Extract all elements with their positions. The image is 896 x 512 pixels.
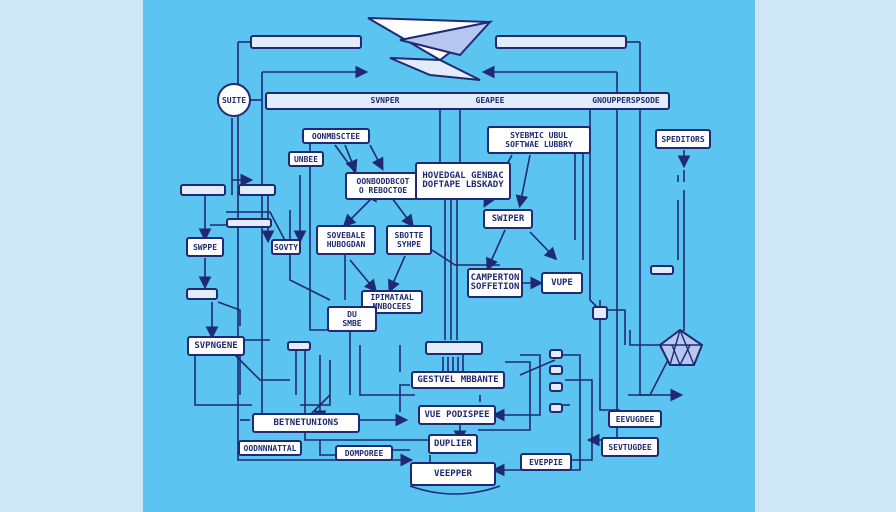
swiper-node: SWIPER xyxy=(483,209,533,229)
header-bar xyxy=(265,92,670,110)
duo-node: DU SMBE xyxy=(327,306,377,332)
left-margin xyxy=(0,0,143,512)
vepper-node: VEEPPER xyxy=(410,462,496,486)
camperton-node: CAMPERTON SOFFETION xyxy=(467,268,523,298)
hovedgal-node: HOVEDGAL GENBAC DOFTAPE LBSKADY xyxy=(415,162,511,200)
gestvel-node: GESTVEL MBBANTE xyxy=(411,371,505,389)
right-connector-block xyxy=(592,306,608,320)
svpngene-node: SVPNGENE xyxy=(187,336,245,356)
right-stack-3 xyxy=(549,382,563,392)
suite-node: SUITE xyxy=(217,83,251,117)
unbee-node: UNBEE xyxy=(288,151,324,167)
left-small-bar-2 xyxy=(238,184,276,196)
domporee-node: DOMPOREE xyxy=(335,445,393,461)
header-mid-label: GEAPEE xyxy=(475,96,505,105)
vue-podispee-node: VUE PODISPEE xyxy=(418,405,496,425)
right-stack-2 xyxy=(549,365,563,375)
left-small-bar-4 xyxy=(186,288,218,300)
duplier-node: DUPLIER xyxy=(428,434,478,454)
right-small-bar xyxy=(650,265,674,275)
speditors-node: SPEDITORS xyxy=(655,129,711,149)
eevugdee-node: EEVUGDEE xyxy=(608,410,662,428)
sevtugdee-node: SEVTUGDEE xyxy=(601,437,659,457)
left-small-bar-1 xyxy=(180,184,226,196)
top-bar-right xyxy=(495,35,627,49)
right-stack-1 xyxy=(549,349,563,359)
top-small-node: OONMBSCTEE xyxy=(302,128,370,144)
bus-top-bar xyxy=(425,341,483,355)
oodnnnattal-node: OODNNNATTAL xyxy=(238,440,302,456)
sbotte-node: SBOTTE SYHPE xyxy=(386,225,432,255)
header-right-label: GNOUPPERSPSODE xyxy=(592,96,660,105)
vupe-node: VUPE xyxy=(541,272,583,294)
swppe-node: SWPPE xyxy=(186,237,224,257)
betnetunions-node: BETNETUNIONS xyxy=(252,413,360,433)
sovebale-node: SOVEBALE HUBOGDAN xyxy=(316,225,376,255)
mid-left-node: OONBODDBCOT O REBOCTOE xyxy=(345,172,421,200)
right-stack-4 xyxy=(549,403,563,413)
sovty-node: SOVTY xyxy=(271,239,301,255)
synbmic-node: SYEBMIC UBUL SOFTWAE LUBBRY xyxy=(487,126,591,154)
top-bar-left xyxy=(250,35,362,49)
left-mid-small-bar xyxy=(287,341,311,351)
header-left-label: SVNPER xyxy=(370,96,400,105)
evepple-node: EVEPPIE xyxy=(520,453,572,471)
right-margin xyxy=(755,0,896,512)
left-small-bar-3 xyxy=(226,218,272,228)
